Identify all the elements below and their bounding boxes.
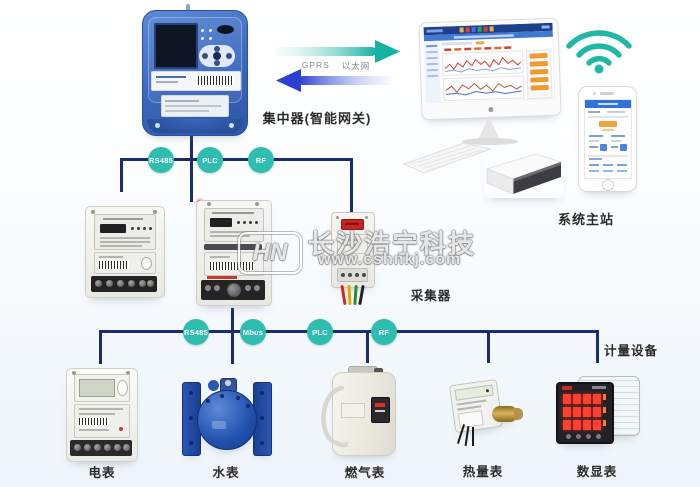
lower-label bbox=[161, 95, 229, 117]
phone-screen bbox=[584, 99, 632, 179]
uplink-labels: GPRS 以太网 bbox=[298, 60, 374, 72]
gateway-box-photo bbox=[485, 153, 563, 195]
protocol-tag-plc-2: PLC bbox=[307, 319, 333, 345]
imac-base bbox=[462, 138, 518, 145]
apple-logo-icon bbox=[488, 106, 494, 113]
imac-photo bbox=[418, 17, 578, 148]
watermark-logo-text: HN bbox=[252, 239, 288, 266]
bus2-drop-digital bbox=[596, 330, 599, 363]
wifi-icon bbox=[566, 30, 632, 74]
bus1-horizontal-line bbox=[120, 158, 353, 161]
collector-label: 采集器 bbox=[410, 289, 452, 303]
ethernet-arrow-right-icon bbox=[274, 40, 400, 63]
bus1-drop-right bbox=[350, 158, 353, 215]
electric-meter-photo bbox=[66, 366, 138, 464]
gprs-label: GPRS bbox=[301, 60, 330, 70]
watermark-logo: HN bbox=[238, 232, 302, 274]
bus2-drop-electric bbox=[99, 330, 102, 364]
dashboard-screenshot bbox=[423, 22, 556, 104]
energy-meter-b-photo bbox=[195, 196, 272, 310]
lcd-screen bbox=[154, 23, 198, 69]
speaker-slot bbox=[217, 25, 234, 34]
concentrator-label: 集中器(智能网关) bbox=[262, 111, 372, 126]
protocol-tag-rf-2: RF bbox=[371, 319, 397, 345]
heat-meter-label: 热量表 bbox=[462, 465, 504, 479]
digital-meter-photo bbox=[556, 374, 644, 448]
bus2-drop-water bbox=[231, 308, 234, 364]
antenna bbox=[186, 4, 190, 13]
watermark-url: www.cshnkj.com bbox=[318, 251, 462, 268]
protocol-tag-plc: PLC bbox=[197, 147, 223, 173]
protocol-tag-rs485-2: RS485 bbox=[183, 319, 209, 345]
ethernet-label: 以太网 bbox=[341, 61, 371, 71]
energy-meter-a-photo bbox=[84, 204, 165, 298]
concentrator-photo bbox=[142, 4, 248, 138]
bus1-drop-left bbox=[120, 158, 123, 192]
watermark-brand: 长沙浩宁科技 bbox=[308, 229, 477, 259]
heat-meter-photo bbox=[448, 378, 524, 450]
keypad bbox=[199, 45, 235, 67]
protocol-tag-rf: RF bbox=[248, 147, 274, 173]
watermark: HN 长沙浩宁科技 www.cshnkj.com bbox=[238, 224, 478, 276]
imac-screen bbox=[418, 17, 562, 121]
imac-stand bbox=[478, 116, 500, 140]
metering-group-label: 计量设备 bbox=[603, 344, 658, 358]
wire-green bbox=[353, 284, 358, 306]
uplink-arrows bbox=[274, 40, 400, 92]
bus2-horizontal-line bbox=[99, 330, 599, 333]
keyboard-photo bbox=[402, 142, 492, 174]
master-station-label: 系统主站 bbox=[557, 212, 614, 227]
bus1-drop-concentrator bbox=[190, 136, 193, 202]
smartphone-photo bbox=[578, 86, 637, 192]
water-meter-photo bbox=[182, 378, 272, 462]
gas-hose bbox=[321, 385, 348, 448]
gas-meter-label: 燃气表 bbox=[344, 466, 386, 480]
gprs-arrow-left-icon bbox=[276, 69, 392, 92]
protocol-tag-mbus: Mbus bbox=[240, 319, 266, 345]
gas-meter-photo bbox=[318, 366, 404, 460]
bus2-drop-heat bbox=[487, 330, 490, 363]
bus2-drop-gas bbox=[366, 330, 369, 363]
electric-meter-label: 电表 bbox=[88, 466, 116, 480]
water-meter-label: 水表 bbox=[212, 466, 240, 480]
collector-photo bbox=[329, 210, 377, 306]
protocol-tag-rs485: RS485 bbox=[148, 147, 174, 173]
rocker-switch bbox=[341, 219, 364, 230]
nameplate bbox=[151, 71, 241, 91]
digital-meter-label: 数显表 bbox=[576, 465, 618, 479]
home-button bbox=[602, 179, 614, 191]
